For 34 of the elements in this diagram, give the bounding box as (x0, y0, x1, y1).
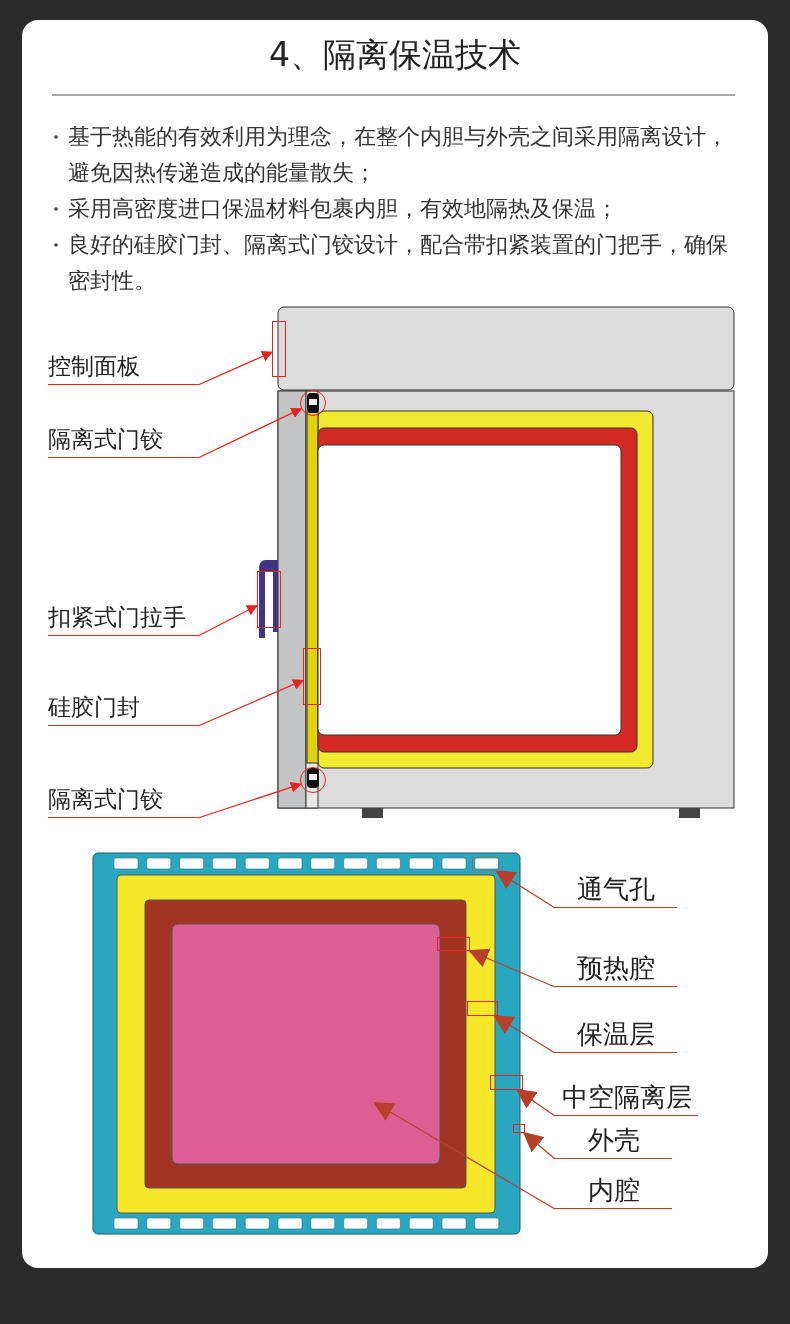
part-label: 硅胶门封 (48, 689, 198, 726)
highlight-box (467, 1001, 498, 1016)
leader-arrow (197, 679, 304, 727)
highlight-box (303, 648, 321, 705)
part-label: 隔离式门铰 (48, 421, 198, 458)
highlight-box (472, 857, 499, 871)
highlight-box (490, 1075, 523, 1090)
part-label: 控制面板 (48, 348, 198, 385)
leader-arrow (515, 1088, 556, 1117)
part-label: 隔离式门铰 (48, 781, 198, 818)
part-label: 中空隔离层 (555, 1079, 698, 1116)
leader-arrow (522, 1131, 556, 1160)
leader-arrow (493, 1014, 556, 1054)
bullet-text: 采用高密度进口保温材料包裹内胆，有效地隔热及保温； (68, 195, 619, 223)
part-label: 内腔 (555, 1172, 672, 1209)
highlight-box (257, 571, 281, 628)
part-label: 保温层 (555, 1016, 677, 1053)
leader-arrow (468, 948, 556, 988)
leader-arrow (197, 407, 303, 459)
part-label: 预热腔 (555, 950, 677, 987)
highlight-box (437, 937, 470, 951)
leader-arrow (373, 1102, 556, 1210)
leader-arrow (197, 605, 258, 637)
highlight-box (272, 321, 286, 377)
leader-arrow (494, 869, 556, 909)
part-label: 外壳 (555, 1122, 672, 1159)
title: 4、隔离保温技术 (268, 34, 522, 76)
bullet-text: 良好的硅胶门封、隔离式门铰设计，配合带扣紧装置的门把手，确保密封性。 (68, 231, 729, 295)
part-label: 通气孔 (555, 871, 677, 908)
part-label: 扣紧式门拉手 (48, 599, 198, 636)
highlight-box (513, 1124, 525, 1133)
leader-arrow (197, 351, 273, 386)
bullet-text: 基于热能的有效利用为理念，在整个内胆与外壳之间采用隔离设计，避免因热传递造成的能量散失； (68, 123, 729, 187)
leader-arrow (197, 781, 302, 819)
